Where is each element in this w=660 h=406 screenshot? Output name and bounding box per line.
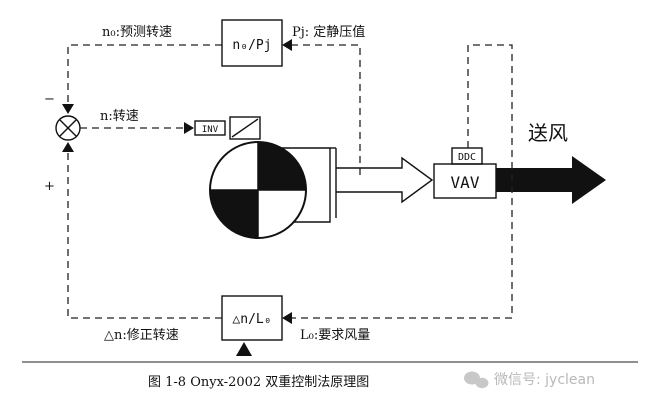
watermark-text: 微信号: jyclean bbox=[494, 372, 595, 388]
l0-required-air-label: L₀:要求风量 bbox=[300, 328, 370, 343]
ddc-label: DDC bbox=[458, 152, 476, 163]
watermark: 微信号: jyclean bbox=[464, 371, 595, 389]
wechat-icon bbox=[464, 371, 489, 389]
pj-line bbox=[292, 44, 361, 175]
n0-feedback-line bbox=[67, 44, 222, 110]
delta-n-feedback-line bbox=[67, 146, 222, 319]
n-speed-label: n:转速 bbox=[100, 109, 139, 124]
input-triangle bbox=[236, 342, 252, 356]
n0-predicted-speed-label: n₀:预测转速 bbox=[102, 25, 172, 40]
l0-arrowhead bbox=[282, 312, 292, 324]
pj-arrowhead bbox=[282, 39, 292, 51]
fan-wheel bbox=[209, 141, 307, 239]
pj-static-pressure-label: Pj: 定静压值 bbox=[292, 24, 365, 40]
supply-air-arrow bbox=[496, 156, 606, 204]
n-speed-arrowhead bbox=[184, 122, 194, 134]
inv-label: INV bbox=[202, 125, 219, 135]
n0-pj-block-label: n₀/Pj bbox=[232, 38, 271, 53]
delta-n-corrected-label: △n:修正转速 bbox=[104, 328, 179, 343]
vav-label: VAV bbox=[451, 173, 480, 192]
delta-n-l0-label: △n/L₀ bbox=[232, 312, 271, 327]
minus-sign: − bbox=[44, 92, 55, 107]
figure-caption: 图 1-8 Onyx-2002 双重控制法原理图 bbox=[148, 374, 369, 390]
fan-outlet-arrow bbox=[336, 156, 434, 204]
motor-block bbox=[229, 116, 261, 140]
ddc-block bbox=[451, 147, 483, 165]
n0-arrowhead bbox=[62, 104, 74, 114]
plus-sign: + bbox=[44, 179, 55, 194]
junction-cross-b bbox=[59, 119, 77, 137]
delta-n-arrowhead bbox=[62, 142, 74, 152]
inv-block bbox=[194, 120, 226, 136]
ddc-loop-left bbox=[292, 44, 513, 319]
motor-diagonal bbox=[231, 118, 259, 138]
n0-pj-block bbox=[221, 19, 283, 67]
supply-air-label: 送风 bbox=[528, 121, 568, 145]
